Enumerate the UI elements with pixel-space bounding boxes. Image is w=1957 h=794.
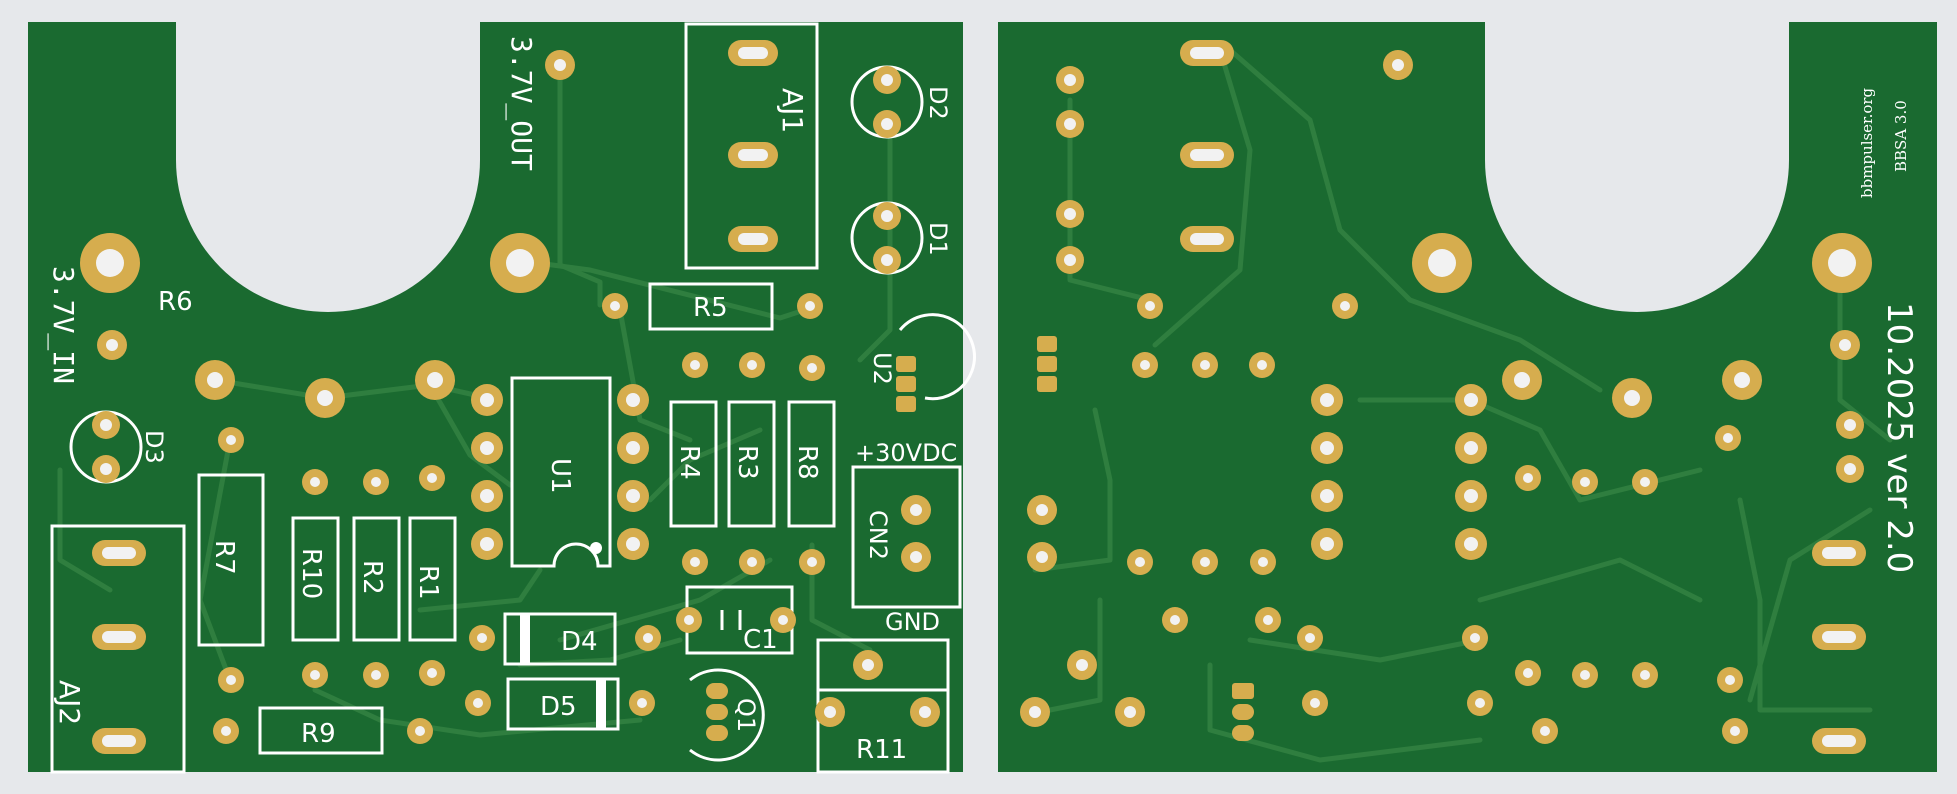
r4-label: R4 (674, 445, 704, 480)
d2-label: D2 (924, 86, 952, 120)
r11-label: R11 (856, 735, 907, 765)
label-3v7-out: 3.7V_OUT (504, 36, 538, 171)
site-label: bbmpulser.org (1858, 87, 1876, 198)
q1-label: Q1 (732, 698, 760, 732)
r8-label: R8 (792, 445, 822, 480)
aj2-label: AJ2 (53, 680, 86, 725)
d3-label: D3 (140, 430, 168, 464)
front-pads (80, 40, 940, 754)
r2-label: R2 (357, 560, 387, 595)
back-pads (1020, 40, 1872, 754)
r3-outline (727, 400, 776, 528)
u1-label: U1 (545, 458, 575, 494)
r10-label: R10 (296, 548, 326, 599)
r5-label: R5 (693, 293, 728, 323)
front-board: 3.7V_OUT 3.7V_IN +30VDC GND AJ1 AJ2 D1 D… (28, 22, 976, 774)
model-label: BBSA 3.0 (1892, 100, 1910, 172)
r4-outline (669, 400, 718, 528)
r9-outline (258, 706, 384, 755)
u2-outline (898, 313, 976, 401)
d4-outline (503, 612, 617, 666)
aj2-outline (50, 524, 186, 774)
r8-outline (787, 400, 836, 528)
u1-outline (510, 376, 612, 568)
d5-label: D5 (540, 692, 577, 722)
cn2-label: CN2 (864, 510, 892, 560)
r3-label: R3 (732, 445, 762, 480)
r6-label: R6 (158, 287, 193, 317)
version-label: 10.2025 ver 2.0 (1879, 302, 1919, 573)
r2-outline (352, 516, 401, 642)
r7-outline (197, 473, 265, 647)
label-gnd: GND (885, 608, 940, 636)
d4-label: D4 (561, 627, 598, 657)
r1-outline (408, 516, 457, 642)
r9-label: R9 (301, 719, 336, 749)
back-traces (1032, 47, 1893, 763)
q1-outline (689, 668, 765, 762)
back-board: 10.2025 ver 2.0 bbmpulser.org BBSA 3.0 (998, 22, 1937, 772)
label-3v7-in: 3.7V_IN (46, 266, 80, 384)
r10-outline (291, 516, 340, 642)
u2-label: U2 (868, 352, 896, 385)
d1-label: D1 (924, 222, 952, 256)
d5-outline (506, 677, 620, 731)
aj1-outline (684, 22, 819, 270)
label-vdc: +30VDC (855, 439, 957, 467)
r7-label: R7 (209, 540, 239, 575)
r5-outline (648, 282, 774, 331)
cn2-outline (851, 465, 962, 609)
r1-label: R1 (413, 565, 443, 600)
aj1-label: AJ1 (776, 88, 809, 133)
c1-label: C1 (743, 625, 778, 655)
